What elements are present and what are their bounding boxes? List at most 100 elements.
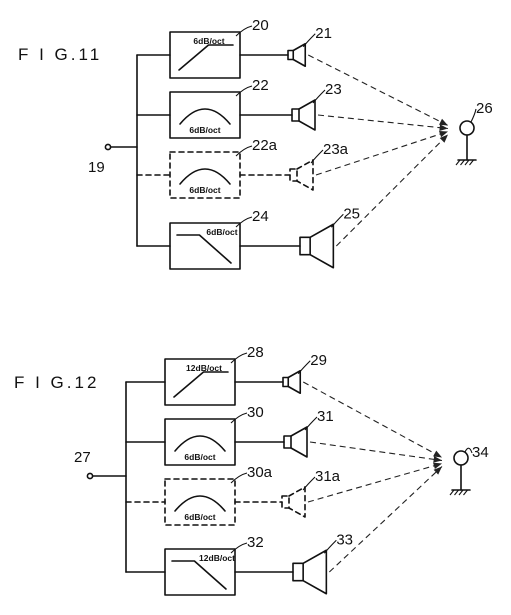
- ground-hatch-icon: [455, 159, 461, 166]
- branch-22a: 6dB/oct 22a 23a: [136, 130, 449, 199]
- filter-curve-icon: [179, 168, 231, 185]
- ground-hatch-icon: [460, 159, 465, 166]
- filter-curve-icon: [178, 44, 234, 71]
- filter-ref-label: 28: [247, 344, 264, 361]
- filter-curve-icon: [173, 371, 229, 398]
- sound-path: [317, 114, 449, 130]
- branch-24: 6dB/oct 24 25: [136, 134, 449, 270]
- arrow-head-icon: [433, 456, 442, 463]
- filter-slope-label: 6dB/oct: [184, 452, 215, 462]
- branch-28: 12dB/oct 28 29: [125, 344, 443, 458]
- speaker-magnet-icon: [282, 376, 290, 388]
- speaker-ref-leader: [304, 416, 318, 431]
- microphone-head-icon: [459, 120, 475, 136]
- speaker-ref-label: 23: [325, 81, 342, 98]
- speaker-ref-label: 33: [336, 531, 353, 548]
- speaker-magnet-icon: [299, 236, 311, 256]
- sound-path: [302, 381, 443, 458]
- sound-path: [308, 54, 449, 126]
- microphone-head-icon: [453, 450, 469, 466]
- filter-curve-icon: [174, 435, 226, 452]
- sound-path: [315, 130, 449, 176]
- filter-curve-icon: [176, 234, 232, 264]
- speaker-magnet-icon: [287, 49, 295, 61]
- arrow-head-icon: [433, 450, 442, 458]
- speaker-ref-label: 29: [310, 352, 327, 369]
- speaker-ref-label: 23a: [323, 141, 349, 158]
- speaker-magnet-icon: [289, 168, 298, 182]
- figure-title: F I G.12: [14, 373, 99, 392]
- ground-hatch-icon: [454, 489, 459, 496]
- filter-slope-label: 6dB/oct: [189, 185, 220, 195]
- speaker-ref-label: 31: [317, 408, 334, 425]
- ground-hatch-icon: [449, 489, 455, 496]
- arrow-head-icon: [433, 466, 442, 475]
- filter-ref-leader: [230, 472, 248, 484]
- filter-curve-icon: [179, 108, 231, 125]
- speaker-ref-leader: [323, 539, 337, 554]
- filter-ref-label: 32: [247, 534, 264, 551]
- speaker-ref-label: 21: [315, 25, 332, 42]
- figure-12: F I G.12 27 12dB/oct 28 29 6dB/oct 30 31 6dB/oct…: [14, 344, 489, 596]
- arrow-head-icon: [433, 462, 442, 470]
- speaker-cone-icon: [287, 369, 302, 395]
- arrow-head-icon: [439, 134, 448, 143]
- filter-curve-icon: [171, 560, 227, 590]
- speaker-ref-leader: [312, 89, 326, 104]
- arrow-head-icon: [439, 130, 448, 138]
- mic-ref-label: 34: [472, 444, 489, 461]
- speaker-ref-label: 25: [343, 205, 360, 222]
- speaker-ref-leader: [310, 149, 324, 164]
- speaker-ref-leader: [302, 33, 316, 48]
- filter-ref-leader: [235, 85, 253, 97]
- ground-hatch-icon: [469, 159, 474, 166]
- ground-hatch-icon: [463, 489, 468, 496]
- speaker-cone-icon: [309, 223, 335, 269]
- speaker-cone-icon: [302, 549, 328, 595]
- filter-slope-label: 6dB/oct: [206, 227, 237, 237]
- speaker-ref-leader: [302, 476, 316, 491]
- ground-hatch-icon: [464, 159, 470, 166]
- filter-slope-label: 6dB/oct: [189, 125, 220, 135]
- speaker-cone-icon: [290, 426, 308, 458]
- filter-ref-label: 22a: [252, 137, 278, 154]
- filter-curve-icon: [174, 495, 226, 512]
- ground-hatch-icon: [458, 489, 464, 496]
- speaker-cone-icon: [296, 159, 314, 191]
- filter-ref-leader: [235, 145, 253, 157]
- filter-ref-label: 24: [252, 208, 269, 225]
- filter-slope-label: 6dB/oct: [193, 36, 224, 46]
- figure-title: F I G.11: [18, 45, 102, 64]
- filter-ref-label: 22: [252, 77, 269, 94]
- filter-slope-label: 12dB/oct: [186, 363, 222, 373]
- sound-path: [309, 441, 443, 462]
- sound-path: [335, 134, 449, 247]
- arrow-head-icon: [439, 118, 448, 126]
- input-ref-label: 19: [88, 159, 105, 176]
- mic-ref-leader: [464, 447, 473, 454]
- filter-ref-label: 20: [252, 17, 269, 34]
- mic-ref-label: 26: [476, 100, 493, 117]
- speaker-cone-icon: [292, 42, 307, 68]
- speaker-magnet-icon: [291, 108, 300, 122]
- input-ref-label: 27: [74, 449, 91, 466]
- filter-slope-label: 6dB/oct: [184, 512, 215, 522]
- filter-ref-label: 30: [247, 404, 264, 421]
- branch-20: 6dB/oct 20 21: [136, 17, 449, 126]
- speaker-magnet-icon: [281, 495, 290, 509]
- sound-path: [328, 466, 443, 573]
- filter-ref-leader: [230, 352, 248, 364]
- arrow-head-icon: [439, 124, 448, 131]
- branch-32: 12dB/oct 32 33: [125, 466, 443, 596]
- filter-ref-leader: [235, 216, 253, 228]
- branch-30a: 6dB/oct 30a 31a: [125, 462, 443, 526]
- filter-ref-leader: [235, 25, 253, 37]
- speaker-ref-leader: [297, 360, 311, 375]
- branch-22: 6dB/oct 22 23: [136, 77, 449, 139]
- filter-slope-label: 12dB/oct: [199, 553, 235, 563]
- filter-ref-leader: [230, 412, 248, 424]
- filter-ref-label: 30a: [247, 464, 273, 481]
- speaker-ref-label: 31a: [315, 468, 341, 485]
